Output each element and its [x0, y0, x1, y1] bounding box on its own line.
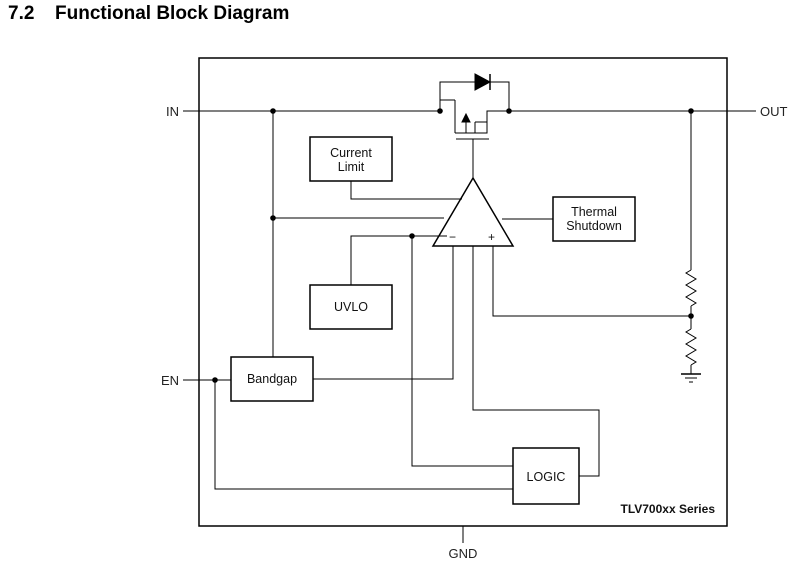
bandgap-reference-wire	[313, 246, 454, 380]
ground-icon	[681, 373, 701, 383]
pass-transistor	[439, 73, 510, 178]
current-limit-block	[309, 136, 393, 182]
section-number: 7.2	[8, 3, 34, 24]
logic-label: LOGIC	[527, 470, 566, 484]
en-wire	[183, 377, 513, 490]
pin-out-label: OUT	[760, 104, 788, 119]
out-rail	[506, 108, 756, 114]
amp-noninverting-input: +	[488, 230, 495, 244]
feedback-divider	[492, 111, 697, 374]
thermal-shutdown-block	[552, 196, 636, 242]
thermal-shutdown-label-2: Shutdown	[566, 219, 622, 233]
chip-outline	[198, 57, 728, 527]
thermal-shutdown-label-1: Thermal	[571, 205, 617, 219]
amp-inverting-input: −	[449, 230, 456, 244]
series-label: TLV700xx Series	[620, 502, 715, 516]
uvlo-block	[309, 284, 393, 330]
logic-enable-wire	[472, 246, 600, 477]
in-rail	[183, 108, 443, 114]
current-limit-label-2: Limit	[338, 160, 365, 174]
uvlo-label: UVLO	[334, 300, 368, 314]
section-title: Functional Block Diagram	[55, 3, 289, 24]
current-limit-label-1: Current	[330, 146, 372, 160]
bandgap-label: Bandgap	[247, 372, 297, 386]
bandgap-block	[230, 356, 314, 402]
pin-en-label: EN	[161, 373, 179, 388]
uvlo-wire	[350, 233, 513, 467]
current-limit-wire	[350, 181, 462, 200]
pin-in-label: IN	[166, 104, 179, 119]
pin-gnd-label: GND	[449, 546, 478, 561]
supply-wire	[270, 111, 444, 357]
